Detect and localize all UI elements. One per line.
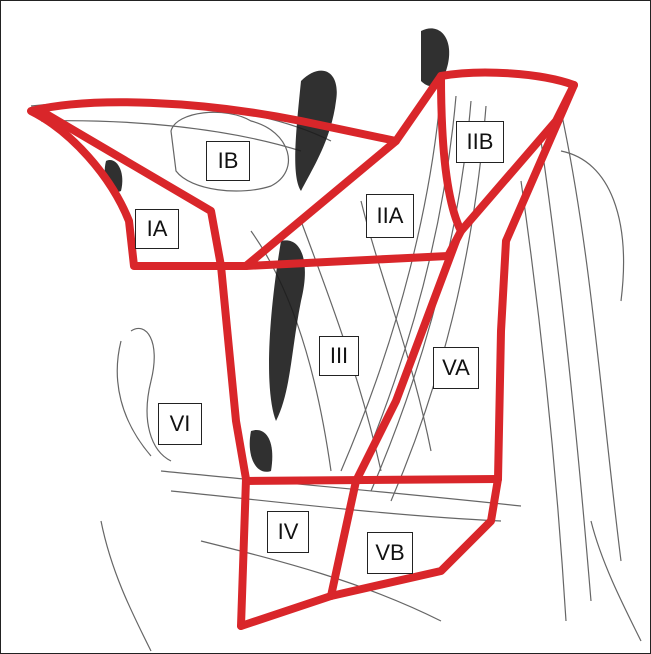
anterior-border bbox=[221, 266, 246, 626]
zone-label-iv: IV bbox=[267, 511, 309, 553]
zone-label-iia: IIA bbox=[366, 194, 414, 238]
zone-label-iii: III bbox=[319, 336, 359, 376]
zone-label-ib: IB bbox=[206, 141, 250, 181]
zone-label-vb: VB bbox=[367, 532, 413, 574]
iii-iv-boundary bbox=[246, 479, 498, 481]
zone-label-va: VA bbox=[433, 347, 479, 389]
zone-label-ia: IA bbox=[135, 209, 179, 249]
zone-label-vi: VI bbox=[158, 403, 202, 445]
zone-label-iib: IIB bbox=[456, 121, 504, 163]
